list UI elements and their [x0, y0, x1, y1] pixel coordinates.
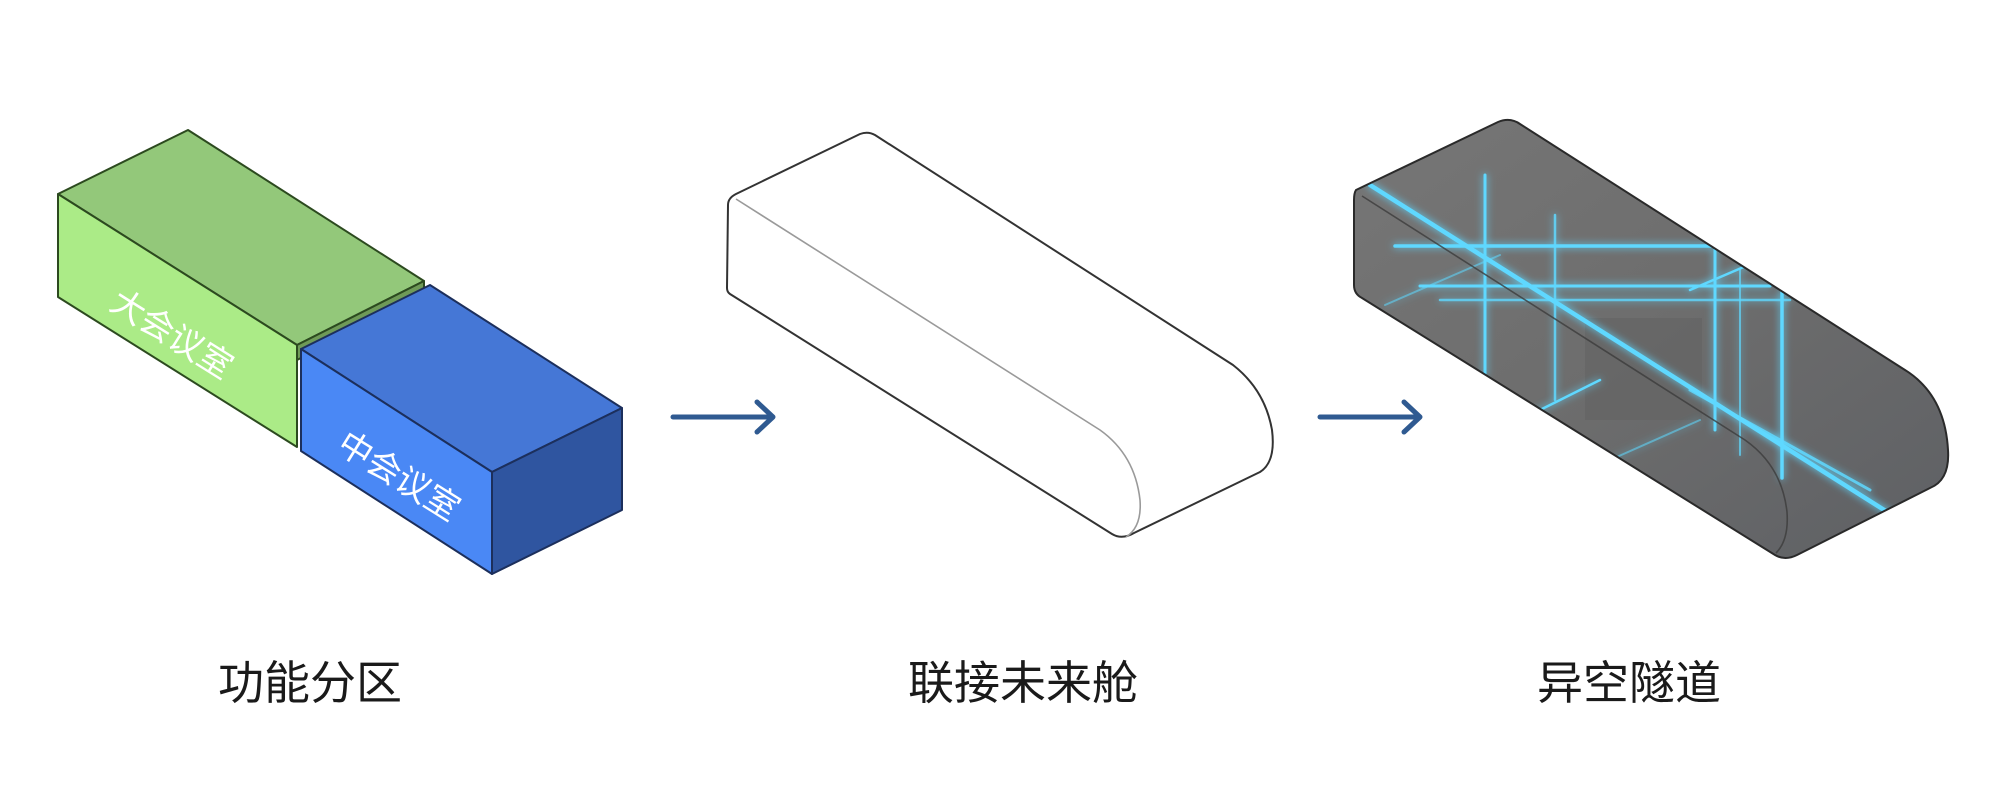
tunnel-outline — [1353, 118, 1950, 559]
arrow-1-icon — [670, 399, 776, 435]
medium-room-side-face — [491, 407, 623, 575]
stage-1-zoning-blocks: 大会议室 中会议室 — [57, 129, 623, 575]
pod-inner-edge — [735, 198, 1142, 538]
pod-outline — [726, 131, 1274, 538]
stage-2-caption: 联接未来舱 — [908, 656, 1138, 710]
stage-3-light-tunnel — [1353, 118, 1950, 559]
stage-3-caption: 异空隧道 — [1537, 656, 1721, 710]
stage-2-future-pod — [726, 131, 1274, 538]
light-strips — [1367, 173, 1903, 523]
large-room-front-face — [57, 193, 298, 448]
arrow-2-icon — [1317, 399, 1423, 435]
tunnel-inner-edge — [1361, 195, 1789, 554]
stage-1-caption: 功能分区 — [218, 656, 402, 710]
